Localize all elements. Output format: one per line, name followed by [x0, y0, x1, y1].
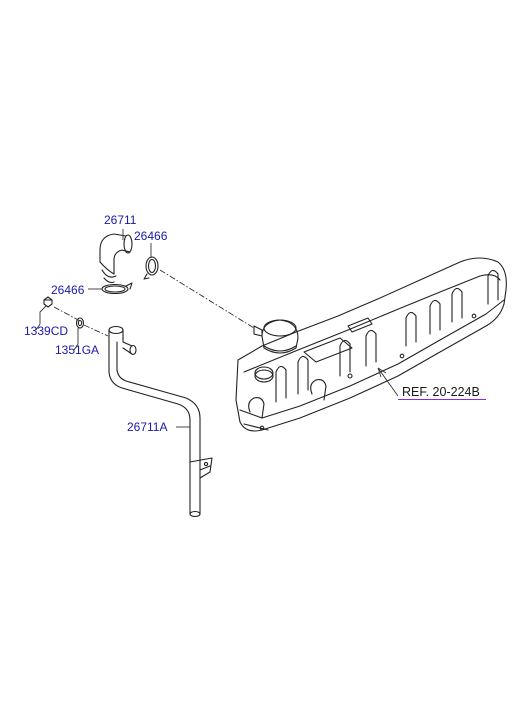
part-label-26711a[interactable]: 26711A: [127, 420, 168, 434]
part-label-1339cd[interactable]: 1339CD: [24, 324, 69, 338]
lower-hose-clamp-illustration: [101, 282, 133, 295]
upper-hose-clamp-illustration: [143, 256, 159, 280]
breather-hose-illustration: [99, 233, 133, 284]
part-label-26711[interactable]: 26711: [104, 213, 137, 227]
leader-lines: [35, 229, 399, 428]
part-label-26466-lower[interactable]: 26466: [51, 283, 85, 297]
plug-illustration: [43, 296, 53, 308]
part-label-26466-upper[interactable]: 26466: [134, 229, 168, 243]
breather-pipe-illustration: [108, 325, 213, 518]
reference-underline: [398, 399, 486, 400]
rocker-cover-illustration: [235, 257, 507, 432]
reference-label[interactable]: REF. 20-224B: [402, 385, 480, 399]
gasket-illustration: [75, 317, 85, 329]
part-label-1351ga[interactable]: 1351GA: [55, 343, 100, 357]
